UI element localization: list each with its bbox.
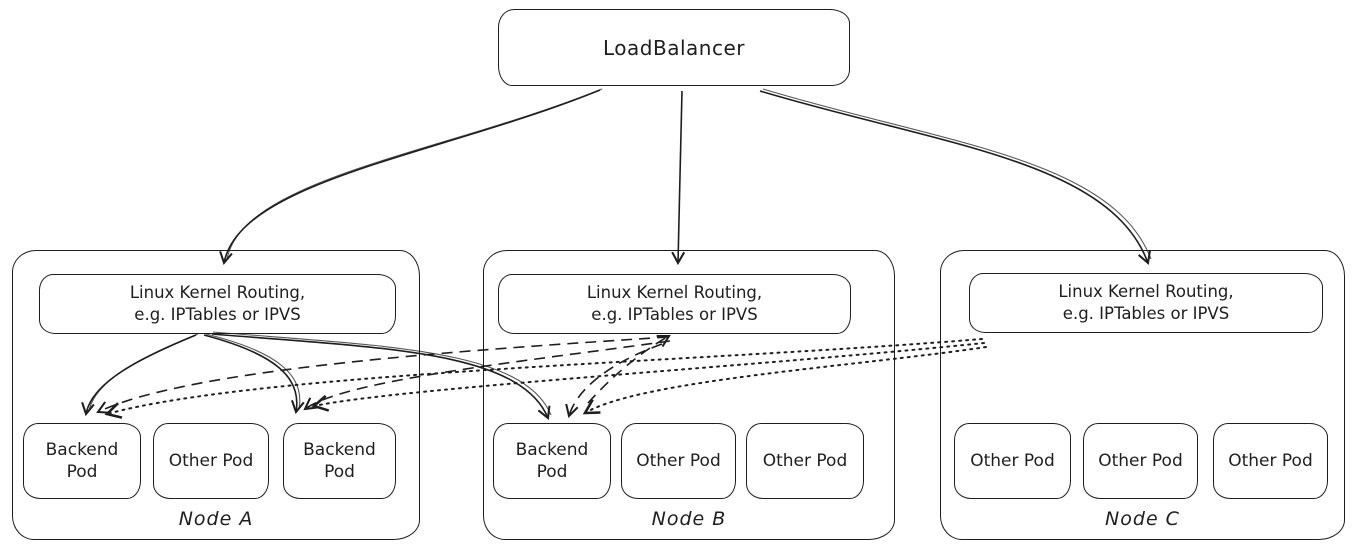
edge-lb-to-node-b xyxy=(671,90,686,266)
routing-label-line2: e.g. IPTables or IPVS xyxy=(591,305,758,324)
pod-label: Other Pod xyxy=(762,450,848,471)
node-a-routing-box: Linux Kernel Routing, e.g. IPTables or I… xyxy=(39,274,396,334)
routing-label-line1: Linux Kernel Routing, xyxy=(586,282,763,302)
node-b-routing-box: Linux Kernel Routing, e.g. IPTables or I… xyxy=(498,274,851,334)
pod-label: Other Pod xyxy=(970,450,1055,471)
node-a-backend-pod-1: Backend Pod xyxy=(23,423,141,499)
load-balancer-box: LoadBalancer xyxy=(498,9,850,86)
node-c-routing-box: Linux Kernel Routing, e.g. IPTables or I… xyxy=(969,273,1323,333)
edge-lb-to-node-a xyxy=(219,89,601,266)
edge-lb-to-node-c-ghost xyxy=(762,88,1152,260)
pod-label: Other Pod xyxy=(1098,450,1183,471)
node-c-other-pod-1: Other Pod xyxy=(954,423,1071,499)
node-a-other-pod: Other Pod xyxy=(153,423,269,499)
node-a-box: Linux Kernel Routing, e.g. IPTables or I… xyxy=(12,250,420,540)
edge-lb-to-node-a-ghost xyxy=(226,88,603,260)
node-c-box: Linux Kernel Routing, e.g. IPTables or I… xyxy=(940,250,1345,540)
routing-label-line1: Linux Kernel Routing, xyxy=(1058,281,1234,301)
routing-label-line2: e.g. IPTables or IPVS xyxy=(134,305,301,324)
node-a-backend-pod-2: Backend Pod xyxy=(283,423,396,499)
node-a-label: Node A xyxy=(178,508,254,530)
node-c-other-pod-2: Other Pod xyxy=(1083,423,1198,499)
pod-label: Backend Pod xyxy=(515,439,589,482)
routing-label-line1: Linux Kernel Routing, xyxy=(129,282,306,302)
routing-label-line2: e.g. IPTables or IPVS xyxy=(1062,304,1230,323)
node-b-box: Linux Kernel Routing, e.g. IPTables or I… xyxy=(483,250,895,540)
node-b-backend-pod: Backend Pod xyxy=(493,423,611,499)
node-b-other-pod-2: Other Pod xyxy=(746,423,864,499)
load-balancer-label: LoadBalancer xyxy=(603,35,745,60)
pod-label: Other Pod xyxy=(1228,450,1313,471)
node-b-label: Node B xyxy=(651,508,727,530)
pod-label: Backend Pod xyxy=(45,439,119,482)
pod-label: Other Pod xyxy=(168,450,254,471)
node-b-other-pod-1: Other Pod xyxy=(621,423,736,499)
node-c-label: Node C xyxy=(1105,508,1180,530)
pod-label: Backend Pod xyxy=(303,439,376,482)
node-c-other-pod-3: Other Pod xyxy=(1213,423,1328,499)
edge-lb-to-node-c xyxy=(759,90,1151,265)
pod-label: Other Pod xyxy=(636,450,721,471)
